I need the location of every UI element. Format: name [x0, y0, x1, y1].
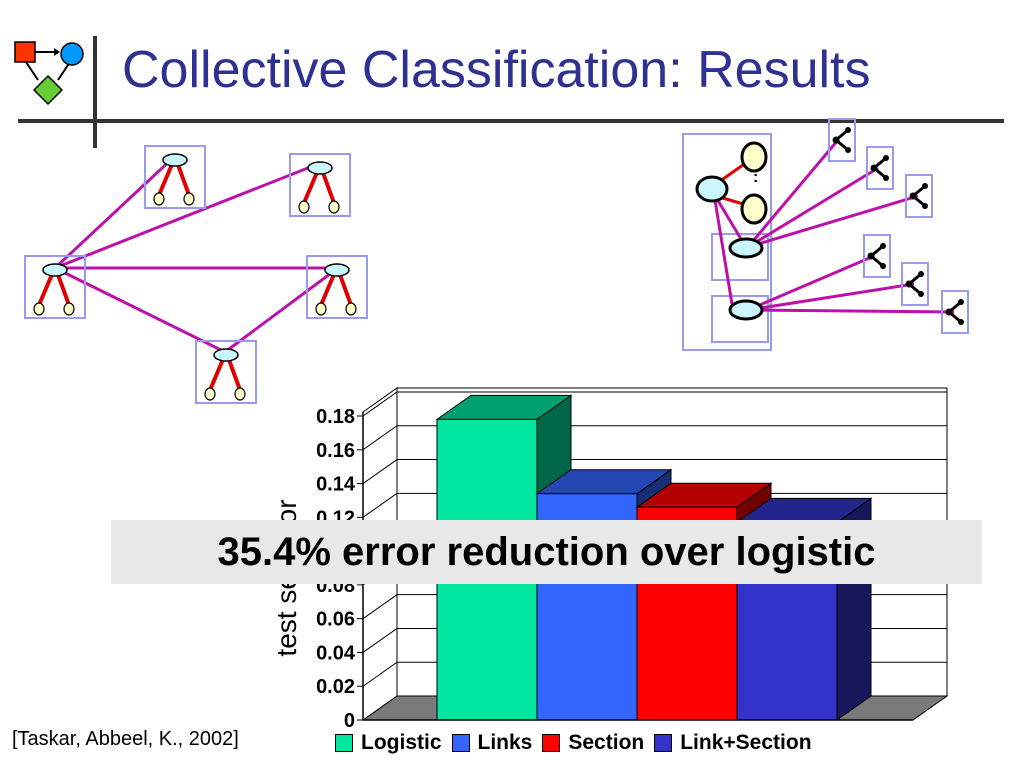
legend-label: Links	[477, 731, 533, 754]
legend-item: Links	[451, 731, 533, 755]
title-divider	[93, 36, 97, 148]
legend-item: Logistic	[335, 731, 442, 755]
citation: [Taskar, Abbeel, K., 2002]	[12, 728, 239, 750]
legend-item: Link+Section	[654, 731, 812, 755]
chart-legend: Logistic Links Section Link+Section	[335, 731, 822, 755]
gridline	[362, 459, 398, 484]
title-underline	[18, 119, 1004, 123]
slide-title: Collective Classification: Results	[122, 41, 871, 99]
legend-item: Section	[542, 731, 644, 755]
gridline	[362, 425, 398, 451]
legend-swatch	[542, 734, 561, 752]
network-diagram-left	[23, 144, 369, 405]
y-tick-label: 0.16	[316, 440, 355, 462]
legend-label: Link+Section	[680, 731, 812, 754]
legend-swatch	[654, 734, 673, 752]
y-tick-label: 0.18	[316, 406, 355, 428]
svg-text::: :	[753, 169, 758, 186]
y-tick-label: 0.02	[316, 676, 355, 698]
gridline	[362, 391, 398, 417]
gridline	[362, 594, 398, 620]
error-reduction-banner: 35.4% error reduction over logistic	[111, 520, 982, 584]
y-tick-label: 0.14	[316, 474, 356, 496]
legend-swatch	[451, 734, 470, 752]
gridline	[362, 492, 398, 518]
gridline	[362, 628, 398, 653]
gridline	[362, 661, 398, 687]
y-tick-label: 0.04	[316, 642, 356, 664]
legend-label: Section	[568, 731, 645, 754]
network-diagram-right: :	[682, 117, 970, 351]
y-tick-label: 0	[344, 710, 355, 732]
legend-label: Logistic	[361, 731, 442, 754]
y-tick-label: 0.06	[316, 609, 355, 631]
logo-icon	[10, 36, 90, 111]
legend-swatch	[335, 734, 353, 752]
